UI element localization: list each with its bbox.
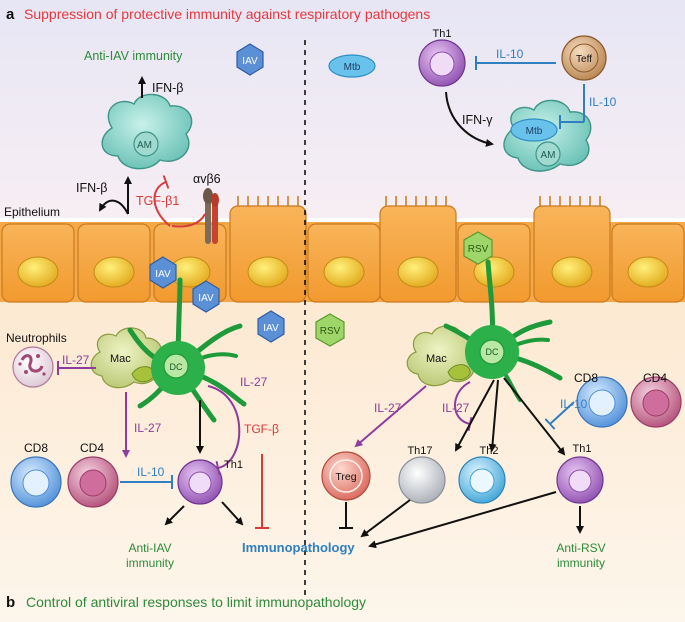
th1-cell-right xyxy=(556,456,604,504)
th1-left-label: Th1 xyxy=(224,459,243,471)
treg-cell xyxy=(321,451,371,501)
mtb-bacterium-top xyxy=(328,54,376,78)
dendritic-cell-left xyxy=(127,277,247,423)
alveolar-macrophage-left xyxy=(101,93,193,170)
iav-epithelium-2-label: IAV xyxy=(198,293,214,304)
cd8-right-label: CD8 xyxy=(574,371,598,385)
th2-label: Th2 xyxy=(480,445,499,457)
am-left-label: AM xyxy=(137,140,152,151)
il27-treg-label: IL-27 xyxy=(374,401,402,415)
cd4-left-label: CD4 xyxy=(80,441,104,455)
anti-iav-label-line2: immunity xyxy=(126,556,174,570)
neutrophils-label: Neutrophils xyxy=(6,331,67,345)
panel-b-letter: b xyxy=(6,594,15,611)
il27-loop-label: IL-27 xyxy=(240,375,268,389)
th17-label: Th17 xyxy=(407,445,432,457)
epithelium-label: Epithelium xyxy=(4,205,60,219)
cd8-cell-right xyxy=(576,376,628,428)
ifn-gamma-label: IFN-γ xyxy=(462,113,493,127)
anti-rsv-label-line1: Anti-RSV xyxy=(556,541,605,555)
th2-cell xyxy=(458,456,506,504)
rsv-tissue-label: RSV xyxy=(320,326,341,337)
mtb-infected-label: Mtb xyxy=(526,126,543,137)
anti-iav-immunity-top-label: Anti-IAV immunity xyxy=(84,49,183,63)
am-right-label: AM xyxy=(541,150,556,161)
cd8-cell-left xyxy=(10,456,62,508)
il10-left-label: IL-10 xyxy=(137,465,165,479)
th17-cell xyxy=(398,456,446,504)
dc-right-label: DC xyxy=(486,347,499,357)
ifn-beta-up-label: IFN-β xyxy=(152,81,184,95)
infected-alveolar-macrophage xyxy=(503,99,592,172)
epithelial-nucleus xyxy=(473,256,515,288)
immunopathology-label: Immunopathology xyxy=(242,540,355,555)
il10-top-label: IL-10 xyxy=(496,47,524,61)
il10-right-label: IL-10 xyxy=(589,95,617,109)
iav-particle-top xyxy=(236,43,264,76)
epithelial-nucleus xyxy=(93,256,135,288)
tgf-beta-label: TGF-β xyxy=(244,422,279,436)
treg-label: Treg xyxy=(335,471,356,483)
epithelial-nucleus xyxy=(627,256,669,288)
panel-a-letter: a xyxy=(6,6,15,23)
cd4-cell-left xyxy=(67,456,119,508)
il27-neutrophil-label: IL-27 xyxy=(62,353,90,367)
iav-epithelium-1-label: IAV xyxy=(155,269,171,280)
cd4-right-label: CD4 xyxy=(643,371,667,385)
il27-loop-right-label: IL-27 xyxy=(442,401,470,415)
arrows-top-right xyxy=(445,56,585,147)
integrin-receptor xyxy=(203,188,219,244)
anti-iav-label-line1: Anti-IAV xyxy=(128,541,171,555)
th1-cell-top-right xyxy=(418,39,466,87)
arrows-top-left xyxy=(99,76,206,228)
iav-particle-tissue xyxy=(257,310,285,343)
mtb-top-label: Mtb xyxy=(344,62,361,73)
rsv-epithelium-label: RSV xyxy=(468,244,489,255)
cd4-cell-right xyxy=(630,376,682,428)
iav-particle-epithelium-2 xyxy=(192,280,220,313)
cd8-left-label: CD8 xyxy=(24,441,48,455)
integrin-label: αvβ6 xyxy=(193,172,221,186)
mac-left-label: Mac xyxy=(110,353,131,365)
iav-tissue-label: IAV xyxy=(263,323,279,334)
il10-bottom-right-label: IL-10 xyxy=(560,397,588,411)
anti-rsv-label-line2: immunity xyxy=(557,556,605,570)
teff-label: Teff xyxy=(576,54,592,65)
macrophage-left xyxy=(90,327,163,389)
mac-right-label: Mac xyxy=(426,353,447,365)
arrows-bottom-left xyxy=(57,361,269,529)
th1-cell-left xyxy=(177,459,223,505)
arrows-bottom-right xyxy=(339,377,584,549)
th1-top-label: Th1 xyxy=(433,28,452,40)
neutrophil-cell xyxy=(12,346,54,388)
rsv-particle-epithelium xyxy=(463,231,493,265)
iav-particle-epithelium-1 xyxy=(149,256,177,289)
panel-a-caption: Suppression of protective immunity again… xyxy=(24,6,430,22)
teff-cell xyxy=(561,35,607,81)
dc-left-label: DC xyxy=(170,362,183,372)
tgf-beta1-label: TGF-β1 xyxy=(136,194,179,208)
dendritic-cell-right xyxy=(443,259,563,402)
iav-top-label: IAV xyxy=(242,56,258,67)
epithelial-nucleus xyxy=(17,256,59,288)
rsv-particle-tissue xyxy=(315,313,345,347)
th1-right-label: Th1 xyxy=(573,443,592,455)
panel-b-caption: Control of antiviral responses to limit … xyxy=(26,594,366,610)
il27-down-label: IL-27 xyxy=(134,421,162,435)
epithelial-nucleus xyxy=(323,256,365,288)
ifn-beta-left-label: IFN-β xyxy=(76,181,108,195)
